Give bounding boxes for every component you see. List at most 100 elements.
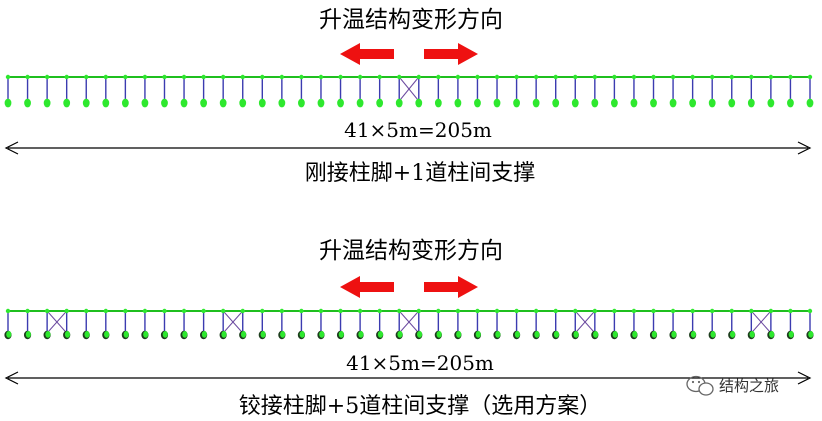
top-node — [670, 308, 676, 314]
pin-support-face — [104, 331, 110, 338]
fixed-support — [650, 98, 657, 108]
top-node — [533, 74, 539, 80]
pin-support-face — [377, 331, 384, 338]
top-node — [436, 74, 441, 80]
fixed-support — [239, 98, 247, 108]
top-node — [64, 308, 69, 314]
top-node — [279, 308, 285, 314]
pin-support-face — [710, 331, 716, 338]
fixed-support — [434, 98, 442, 108]
fixed-support — [82, 98, 90, 108]
top-node — [533, 308, 539, 314]
top-node — [397, 74, 402, 80]
pin-support-face — [201, 331, 208, 338]
pin-support-face — [651, 331, 657, 338]
arrow-left-2 — [340, 276, 394, 298]
top-node — [220, 74, 226, 80]
caption-1: 刚接柱脚+1道柱间支撑 — [305, 161, 535, 186]
top-node — [690, 308, 695, 314]
top-node — [553, 308, 558, 314]
diagram-pinned: 升温结构变形方向 41×5m=205m 铰接柱脚+5道柱间支撑（选用方案） — [4, 238, 814, 419]
fixed-support — [571, 98, 579, 108]
top-node — [729, 308, 734, 314]
pin-support-face — [534, 331, 540, 338]
watermark-text: 结构之旅 — [719, 377, 779, 395]
top-node — [709, 308, 715, 314]
top-node — [25, 308, 30, 314]
top-node — [436, 308, 441, 314]
fixed-support — [395, 98, 403, 108]
pin-support-face — [690, 331, 697, 338]
brace — [222, 310, 244, 334]
heading-2: 升温结构变形方向 — [319, 238, 503, 264]
watermark: 结构之旅 — [686, 375, 779, 396]
top-node — [670, 74, 676, 80]
heading-1: 升温结构变形方向 — [319, 7, 503, 33]
top-node — [220, 308, 226, 314]
pin-support-face — [123, 331, 129, 338]
top-node — [475, 74, 480, 80]
top-node — [357, 308, 363, 314]
top-node — [25, 74, 30, 80]
pin-support-face — [416, 331, 423, 338]
pin-support-face — [593, 331, 599, 338]
caption-2: 铰接柱脚+5道柱间支撑（选用方案） — [239, 394, 601, 419]
top-node — [181, 308, 187, 314]
top-node — [612, 74, 617, 80]
top-node — [240, 308, 245, 314]
pin-support-face — [260, 331, 266, 338]
top-node — [651, 74, 656, 80]
dimension-label-2: 41×5m=205m — [346, 351, 494, 375]
fixed-support — [121, 98, 129, 108]
top-node — [651, 308, 656, 314]
top-node — [768, 74, 774, 80]
fixed-support — [747, 98, 755, 108]
top-node — [455, 74, 461, 80]
fixed-support — [141, 98, 149, 108]
top-node — [807, 308, 813, 314]
fixed-support — [610, 98, 618, 108]
brace — [574, 310, 596, 334]
pin-support-face — [553, 331, 560, 338]
fixed-support — [200, 98, 208, 108]
arrow-right-2 — [424, 276, 478, 298]
diagram-rigid: 升温结构变形方向 41×5m=205m 刚接柱脚+1道柱间支撑 — [4, 7, 814, 186]
fixed-support — [513, 98, 520, 108]
pin-support-face — [573, 331, 579, 338]
fixed-support — [161, 98, 168, 108]
pin-support-face — [280, 331, 286, 338]
top-node — [416, 308, 421, 314]
top-node — [318, 74, 324, 80]
top-node — [397, 308, 402, 314]
top-node — [494, 308, 500, 314]
dimension-label-1: 41×5m=205m — [344, 118, 492, 142]
pin-support-face — [456, 331, 462, 338]
fixed-support — [689, 98, 697, 108]
top-node — [455, 308, 461, 314]
top-node — [749, 74, 754, 80]
fixed-support — [317, 98, 325, 108]
frame-2 — [4, 308, 814, 340]
top-node — [260, 74, 265, 80]
fixed-support — [454, 98, 462, 108]
pin-support-face — [25, 331, 31, 338]
top-node — [123, 308, 128, 314]
top-node — [123, 74, 128, 80]
fixed-support — [708, 98, 716, 108]
top-node — [377, 74, 382, 80]
top-node — [573, 74, 578, 80]
top-node — [181, 74, 187, 80]
top-node — [5, 308, 11, 314]
frame-1 — [4, 74, 814, 108]
top-node — [299, 74, 304, 80]
top-node — [807, 74, 813, 80]
fixed-support — [180, 98, 188, 108]
top-node — [709, 74, 715, 80]
pin-support-face — [221, 331, 227, 338]
top-node — [768, 308, 774, 314]
top-node — [612, 308, 617, 314]
fixed-support — [356, 98, 364, 108]
pin-support-face — [45, 331, 51, 338]
top-node — [84, 74, 89, 80]
fixed-support — [415, 98, 423, 108]
